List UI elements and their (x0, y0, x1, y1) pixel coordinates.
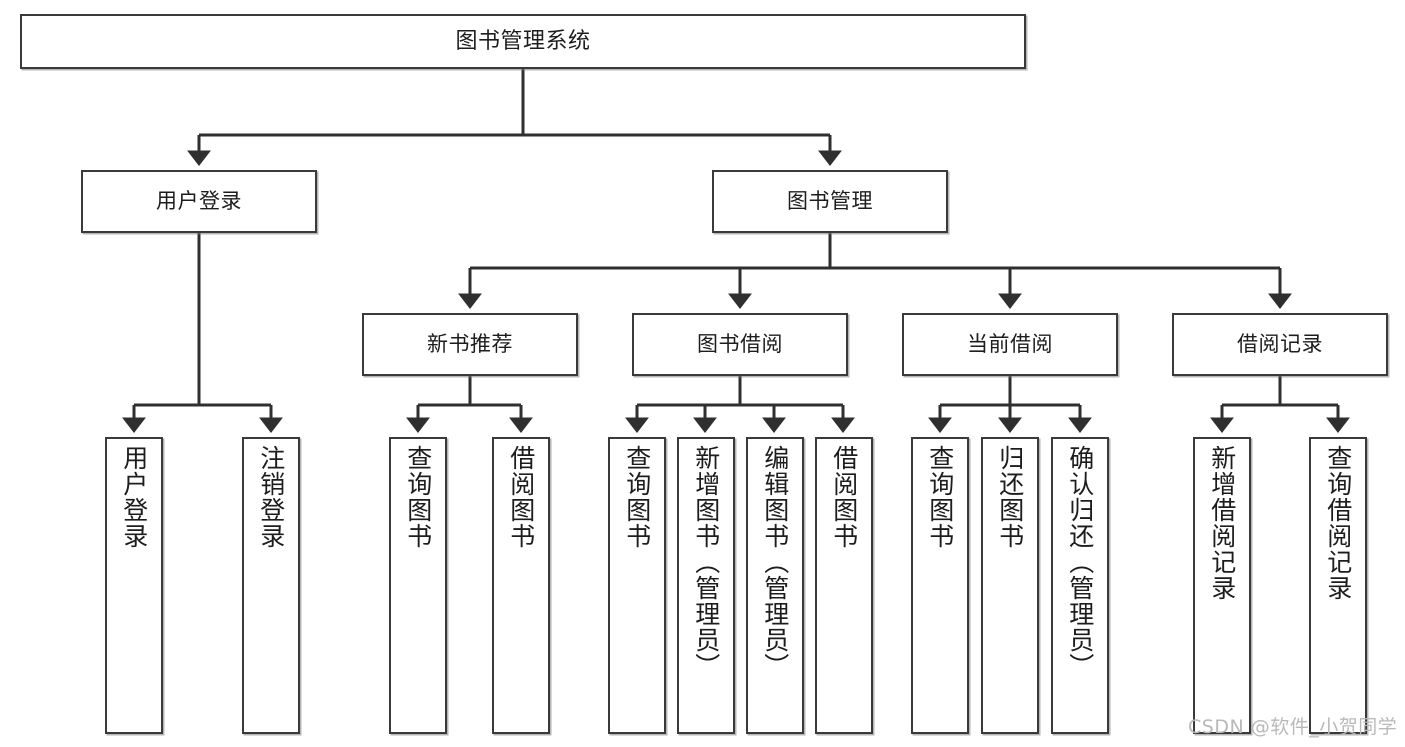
node-book-borrow[interactable]: 图书借阅 (632, 313, 848, 376)
node-current-borrow[interactable]: 当前借阅 (902, 313, 1118, 376)
node-label: 归还图书 (995, 445, 1025, 549)
node-label: 确认归还（管理员） (1065, 445, 1095, 679)
node-label: 查询图书 (925, 445, 955, 549)
node-root-system[interactable]: 图书管理系统 (20, 14, 1026, 69)
leaf-user-login-logout[interactable]: 注销登录 (242, 437, 300, 734)
node-label: 查询图书 (403, 445, 433, 549)
node-label: 注销登录 (256, 445, 286, 549)
leaf-book-borrow-borrow[interactable]: 借阅图书 (815, 437, 873, 734)
node-label: 新增图书（管理员） (691, 445, 721, 679)
leaf-user-login-login[interactable]: 用户登录 (105, 437, 163, 734)
node-label: 当前借阅 (967, 332, 1053, 357)
node-label: 借阅记录 (1237, 332, 1323, 357)
node-label: 借阅图书 (506, 445, 536, 549)
node-label: 查询借阅记录 (1323, 445, 1353, 601)
node-borrow-record[interactable]: 借阅记录 (1172, 313, 1388, 376)
node-label: 用户登录 (119, 445, 149, 549)
leaf-current-borrow-return[interactable]: 归还图书 (981, 437, 1039, 734)
leaf-borrow-record-add[interactable]: 新增借阅记录 (1193, 437, 1251, 734)
node-book-management[interactable]: 图书管理 (712, 170, 948, 233)
node-label: 新书推荐 (427, 332, 513, 357)
node-new-book-recommend[interactable]: 新书推荐 (362, 313, 578, 376)
node-label: 图书管理 (787, 189, 873, 214)
node-user-login[interactable]: 用户登录 (81, 170, 317, 233)
leaf-current-borrow-confirm-return[interactable]: 确认归还（管理员） (1051, 437, 1109, 734)
leaf-new-book-query[interactable]: 查询图书 (389, 437, 447, 734)
node-label: 查询图书 (622, 445, 652, 549)
leaf-book-borrow-edit[interactable]: 编辑图书（管理员） (746, 437, 804, 734)
node-label: 用户登录 (156, 189, 242, 214)
node-label: 图书管理系统 (455, 28, 591, 54)
leaf-new-book-borrow[interactable]: 借阅图书 (492, 437, 550, 734)
leaf-borrow-record-query[interactable]: 查询借阅记录 (1309, 437, 1367, 734)
node-label: 图书借阅 (697, 332, 783, 357)
leaf-current-borrow-query[interactable]: 查询图书 (911, 437, 969, 734)
csdn-watermark: CSDN @软件_小贺同学 (1188, 716, 1398, 738)
leaf-book-borrow-query[interactable]: 查询图书 (608, 437, 666, 734)
node-label: 编辑图书（管理员） (760, 445, 790, 679)
leaf-book-borrow-add[interactable]: 新增图书（管理员） (677, 437, 735, 734)
node-label: 新增借阅记录 (1207, 445, 1237, 601)
node-label: 借阅图书 (829, 445, 859, 549)
